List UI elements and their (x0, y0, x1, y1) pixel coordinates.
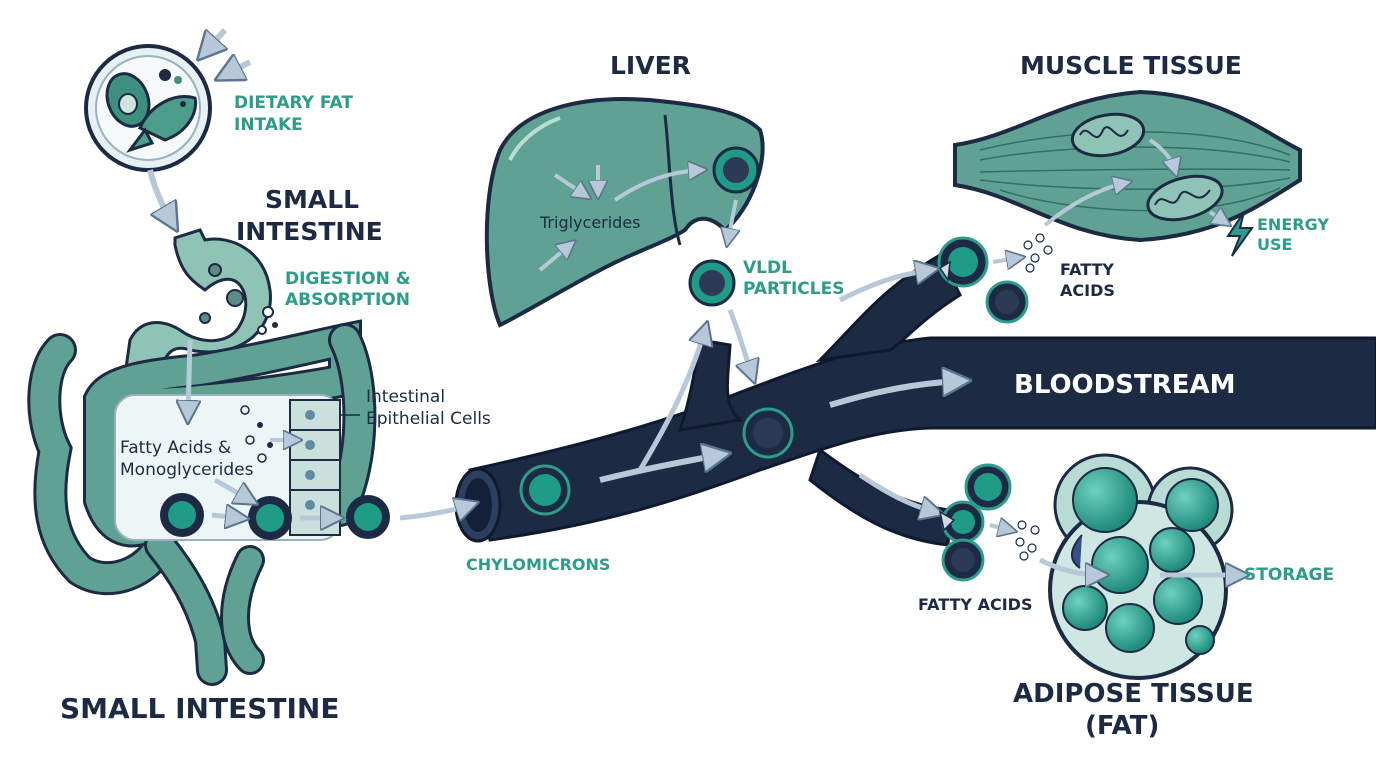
label-liver: LIVER (610, 51, 691, 80)
label-intestinal-cells-2: Epithelial Cells (366, 409, 491, 429)
lipoprotein-particle-icon (712, 146, 760, 194)
lightning-icon (1226, 211, 1254, 257)
label-storage: STORAGE (1244, 565, 1334, 585)
label-muscle: MUSCLE TISSUE (1020, 51, 1242, 80)
label-chylomicrons: CHYLOMICRONS (466, 555, 610, 574)
absorption-dots (188, 339, 295, 463)
label-energy-2: USE (1257, 235, 1292, 254)
mitochondria-icon (1070, 112, 1146, 158)
label-bloodstream: BLOODSTREAM (1014, 370, 1235, 400)
label-triglycerides: Triglycerides (539, 213, 641, 232)
label-fatty-acids-lower: FATTY ACIDS (918, 595, 1032, 614)
muscle-particles (937, 233, 1053, 324)
intestinal-epithelial-cells (289, 399, 360, 536)
adipose-particles (938, 463, 1040, 582)
label-adipose-1: ADIPOSE TISSUE (1013, 679, 1254, 709)
label-fatty-acids-upper-2: ACIDS (1060, 281, 1115, 300)
label-digestion-2: ABSORPTION (285, 290, 410, 310)
label-small-intestine-top-1: SMALL (265, 185, 359, 214)
lipoprotein-particle-icon (160, 493, 204, 537)
label-fatty-mono-2: Monoglycerides (120, 460, 254, 480)
liver (484, 97, 765, 328)
label-fatty-acids-upper-1: FATTY (1060, 260, 1114, 279)
intestinal-chylomicrons (160, 477, 470, 540)
label-intestinal-cells-1: Intestinal (366, 387, 445, 407)
dietary-fat-plate (84, 27, 252, 222)
mitochondria-icon (1146, 174, 1224, 222)
label-digestion-1: DIGESTION & (285, 269, 411, 289)
large-intestine (27, 319, 377, 686)
label-vldl-1: VLDL (743, 258, 792, 278)
lipoprotein-particle-icon (346, 495, 390, 539)
lipoprotein-particle-icon (248, 496, 292, 540)
fish-icon (125, 95, 198, 153)
muscle-tissue (953, 89, 1302, 243)
label-dietary-fat-1: DIETARY FAT (234, 93, 353, 113)
vessel-chylomicron (519, 407, 794, 516)
blood-vessel (454, 252, 1376, 547)
label-vldl-2: PARTICLES (743, 279, 844, 299)
label-fatty-mono-1: Fatty Acids & (120, 438, 231, 458)
label-small-intestine-bottom: SMALL INTESTINE (60, 692, 339, 725)
label-small-intestine-top-2: INTESTINE (236, 217, 383, 246)
vldl-particle (688, 259, 752, 375)
stomach (123, 228, 278, 377)
avocado-icon (105, 72, 151, 128)
label-dietary-fat-2: INTAKE (234, 115, 303, 135)
adipose-tissue (1038, 453, 1240, 680)
label-adipose-2: (FAT) (1085, 711, 1159, 741)
label-energy-1: ENERGY (1257, 215, 1329, 234)
